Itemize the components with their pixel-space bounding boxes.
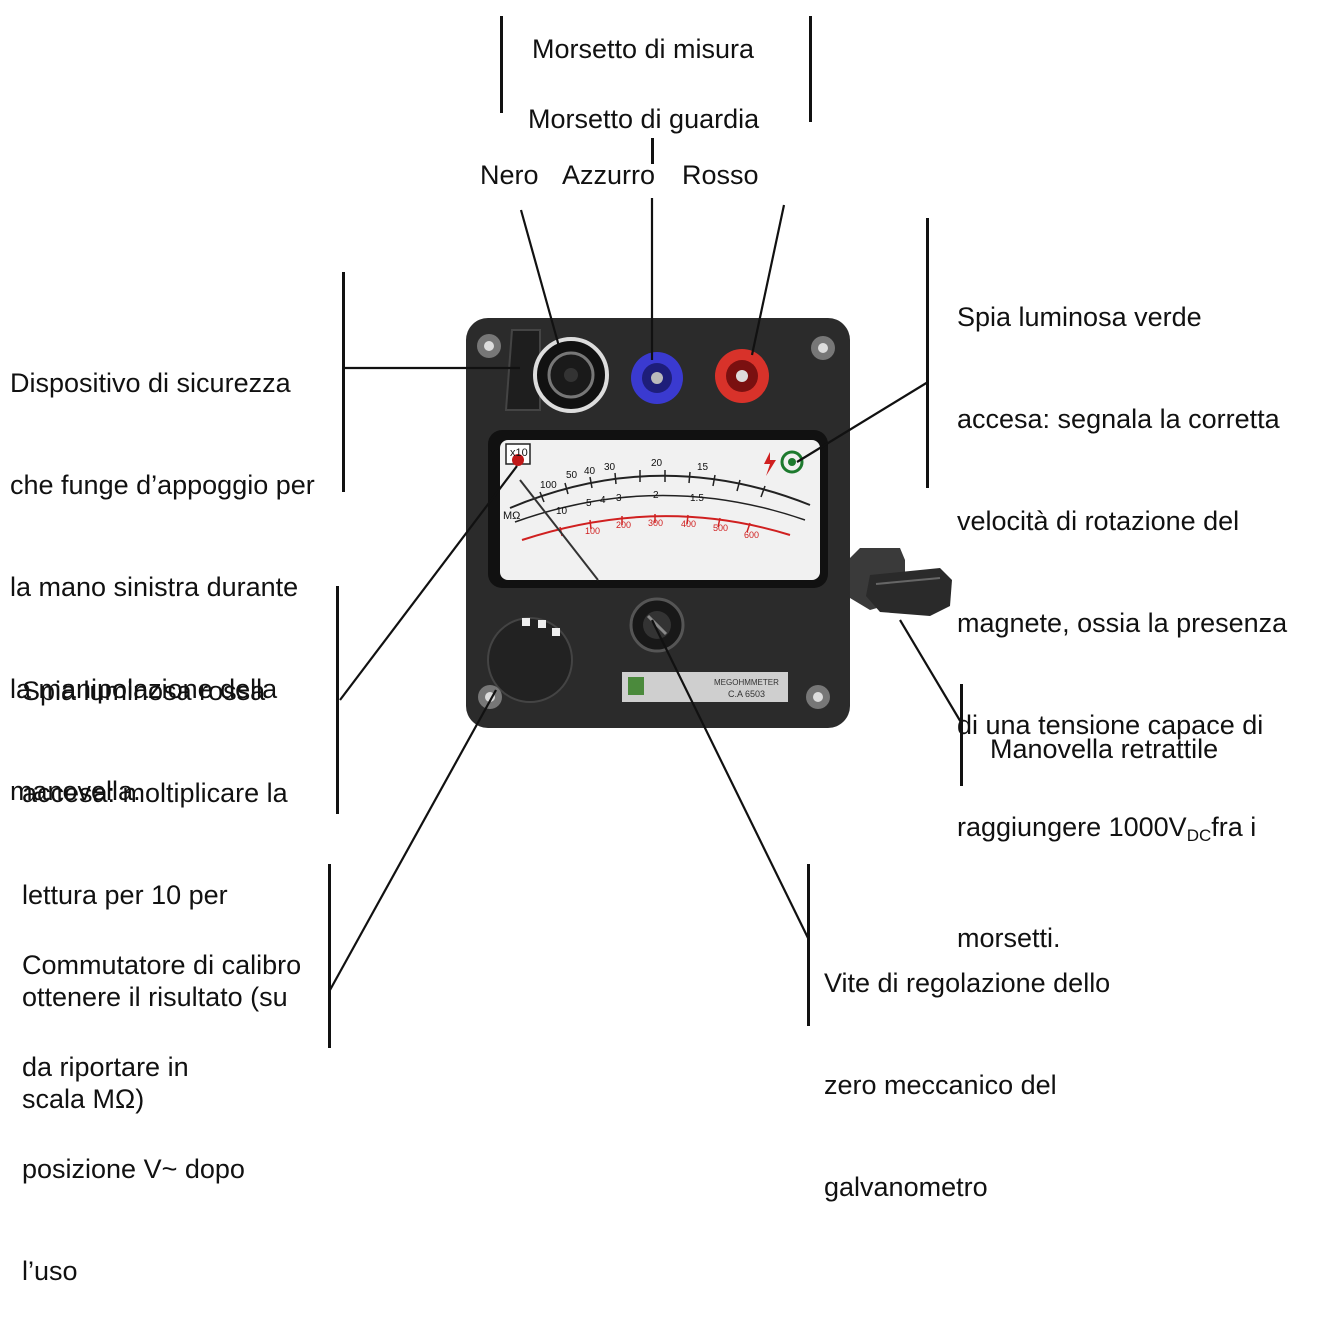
vite-line: zero meccanico del: [824, 1070, 1057, 1100]
scale-red-1: 200: [616, 520, 632, 530]
scale-top-5: 15: [697, 462, 709, 473]
crank-handle: [848, 548, 952, 616]
commutatore-line: Commutatore di calibro: [22, 950, 302, 980]
spia-verde-line: morsetti.: [957, 923, 1061, 953]
scale-top-3: 30: [604, 462, 616, 473]
megohmmeter-illustration: [329, 198, 963, 991]
commutatore-line: l’uso: [22, 1256, 78, 1286]
green-led-icon: [780, 450, 804, 474]
spia-verde-line: accesa: segnala la corretta: [957, 404, 1280, 434]
spia-verde-dc: DC: [1186, 826, 1212, 845]
commutatore-line: posizione V~ dopo: [22, 1154, 245, 1184]
scale-top-2: 40: [584, 466, 596, 477]
x10-label: x10: [510, 447, 528, 459]
bracket-misura-right: [809, 16, 812, 122]
terminal-blue: [631, 352, 683, 404]
scale-mid-2: 4: [600, 495, 606, 506]
dispositivo-line: che funge d’appoggio per: [10, 470, 315, 500]
leader-lines: [329, 198, 963, 991]
spia-verde-voltage: raggiungere 1000V: [957, 812, 1187, 842]
label-vite: Vite di regolazione dello zero meccanico…: [824, 898, 1110, 1238]
vite-line: galvanometro: [824, 1172, 988, 1202]
terminal-black: [533, 337, 609, 413]
spia-verde-line: di una tensione capace di: [957, 710, 1264, 740]
scale-mid-1: 5: [586, 498, 592, 509]
label-dispositivo-sicurezza: Dispositivo di sicurezza che funge d’app…: [10, 298, 315, 842]
label-commutatore: Commutatore di calibro da riportare in p…: [22, 880, 301, 1322]
dispositivo-line: Dispositivo di sicurezza: [10, 368, 291, 398]
label-azzurro: Azzurro: [562, 160, 656, 190]
spia-rossa-line: lettura per 10 per: [22, 880, 228, 910]
scale-mid-4: 2: [653, 490, 659, 501]
label-spia-verde: Spia luminosa verde accesa: segnala la c…: [957, 232, 1287, 989]
bracket-dispositivo: [342, 272, 345, 492]
scale-mid-5: 1.5: [690, 493, 704, 504]
lightning-icon: [764, 452, 776, 476]
spia-rossa-line: ottenere il risultato (su: [22, 982, 288, 1012]
bracket-spia-verde: [926, 218, 929, 488]
terminal-red: [715, 349, 769, 403]
spia-rossa-line: accesa: moltiplicare la: [22, 778, 288, 808]
dispositivo-line: la manipolazione della: [10, 674, 278, 704]
vite-line: Vite di regolazione dello: [824, 968, 1111, 998]
dispositivo-line: manovella.: [10, 776, 141, 806]
commutatore-line: da riportare in: [22, 1052, 189, 1082]
scale-top-4: 20: [651, 458, 663, 469]
scale-red-5: 600: [744, 530, 760, 540]
label-manovella: Manovella retrattile: [990, 734, 1219, 764]
spia-verde-line: velocità di rotazione del: [957, 506, 1240, 536]
mohm-label: MΩ: [503, 510, 521, 522]
screw-bottom-right: [806, 685, 830, 709]
nameplate-line1: MEGOHMMETER: [714, 678, 779, 687]
range-selector-knob: [478, 617, 573, 709]
scale-mid-3: 3: [616, 493, 622, 504]
zero-adjust-screw: [629, 597, 685, 653]
scale-red-2: 300: [648, 518, 664, 528]
scale-top-0: 100: [540, 480, 557, 491]
bracket-manovella: [960, 684, 963, 786]
label-morsetto-guardia: Morsetto di guardia: [528, 104, 760, 134]
scale-red-3: 400: [681, 519, 697, 529]
spia-verde-line: Spia luminosa verde: [957, 302, 1202, 332]
screw-top-left: [477, 334, 501, 358]
bracket-misura-left: [500, 16, 503, 113]
spia-rossa-line: Spia luminosa rossa: [22, 676, 266, 706]
scale-top-1: 50: [566, 470, 578, 481]
nameplate-line2: C.A 6503: [728, 689, 766, 699]
safety-guard: [504, 329, 541, 411]
nameplate: [622, 672, 788, 702]
label-nero: Nero: [480, 160, 539, 190]
scale-mid-0: 10: [556, 506, 568, 517]
meter-needle: [519, 479, 599, 581]
spia-verde-line: magnete, ossia la presenza: [957, 608, 1288, 638]
spia-verde-line: raggiungere 1000VDCfra i: [957, 810, 1287, 853]
red-led-icon: [512, 454, 524, 466]
label-morsetto-misura: Morsetto di misura: [532, 34, 755, 64]
bracket-spia-rossa: [336, 586, 339, 814]
scale-red-4: 500: [713, 523, 729, 533]
screw-top-right: [811, 336, 835, 360]
bracket-commutatore: [328, 864, 331, 1048]
bracket-guardia: [651, 138, 654, 164]
dispositivo-line: la mano sinistra durante: [10, 572, 299, 602]
meter-dial: [500, 440, 820, 580]
label-rosso: Rosso: [682, 160, 759, 190]
bracket-vite: [807, 864, 810, 1026]
spia-verde-fra: fra i: [1211, 812, 1257, 842]
scale-red-0: 100: [585, 526, 601, 536]
